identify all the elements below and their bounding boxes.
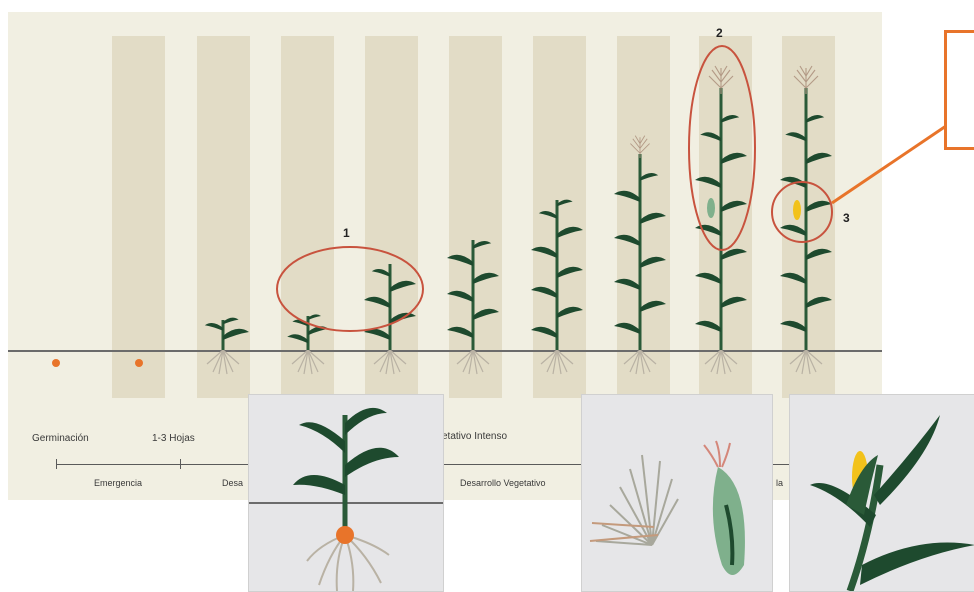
plant-flowering [695, 66, 747, 374]
plant-mature [780, 66, 832, 374]
annotation-number-1: 1 [343, 226, 350, 240]
inset-seedling [248, 394, 444, 592]
plant-medium [447, 240, 499, 374]
plant-small [205, 318, 249, 374]
stage-label-leaves: 1-3 Hojas [152, 433, 195, 444]
inset-cob-leaves [789, 394, 974, 592]
plant-tall [614, 136, 666, 374]
timeline-tick [56, 459, 57, 469]
stage-label-veg-intense: etativo Intenso [442, 431, 507, 442]
phase-label-fragment: la [776, 478, 783, 488]
callout-box [944, 30, 974, 150]
phase-label-dev-partial: Desa [222, 478, 243, 488]
callout-line [832, 126, 946, 203]
inset-tassel-cob [581, 394, 773, 592]
plant-tall [531, 200, 583, 374]
stage-label-germination: Germinación [32, 433, 89, 444]
timeline-tick [180, 459, 181, 469]
annotation-number-3: 3 [843, 211, 850, 225]
seed-icon [135, 359, 143, 367]
phase-label-veg-dev: Desarrollo Vegetativo [460, 478, 546, 488]
seed-icon [52, 359, 60, 367]
annotation-number-2: 2 [716, 26, 723, 40]
phase-label-emergence: Emergencia [94, 478, 142, 488]
highlight-ellipse-1 [277, 247, 423, 331]
plant-medium [364, 264, 416, 374]
